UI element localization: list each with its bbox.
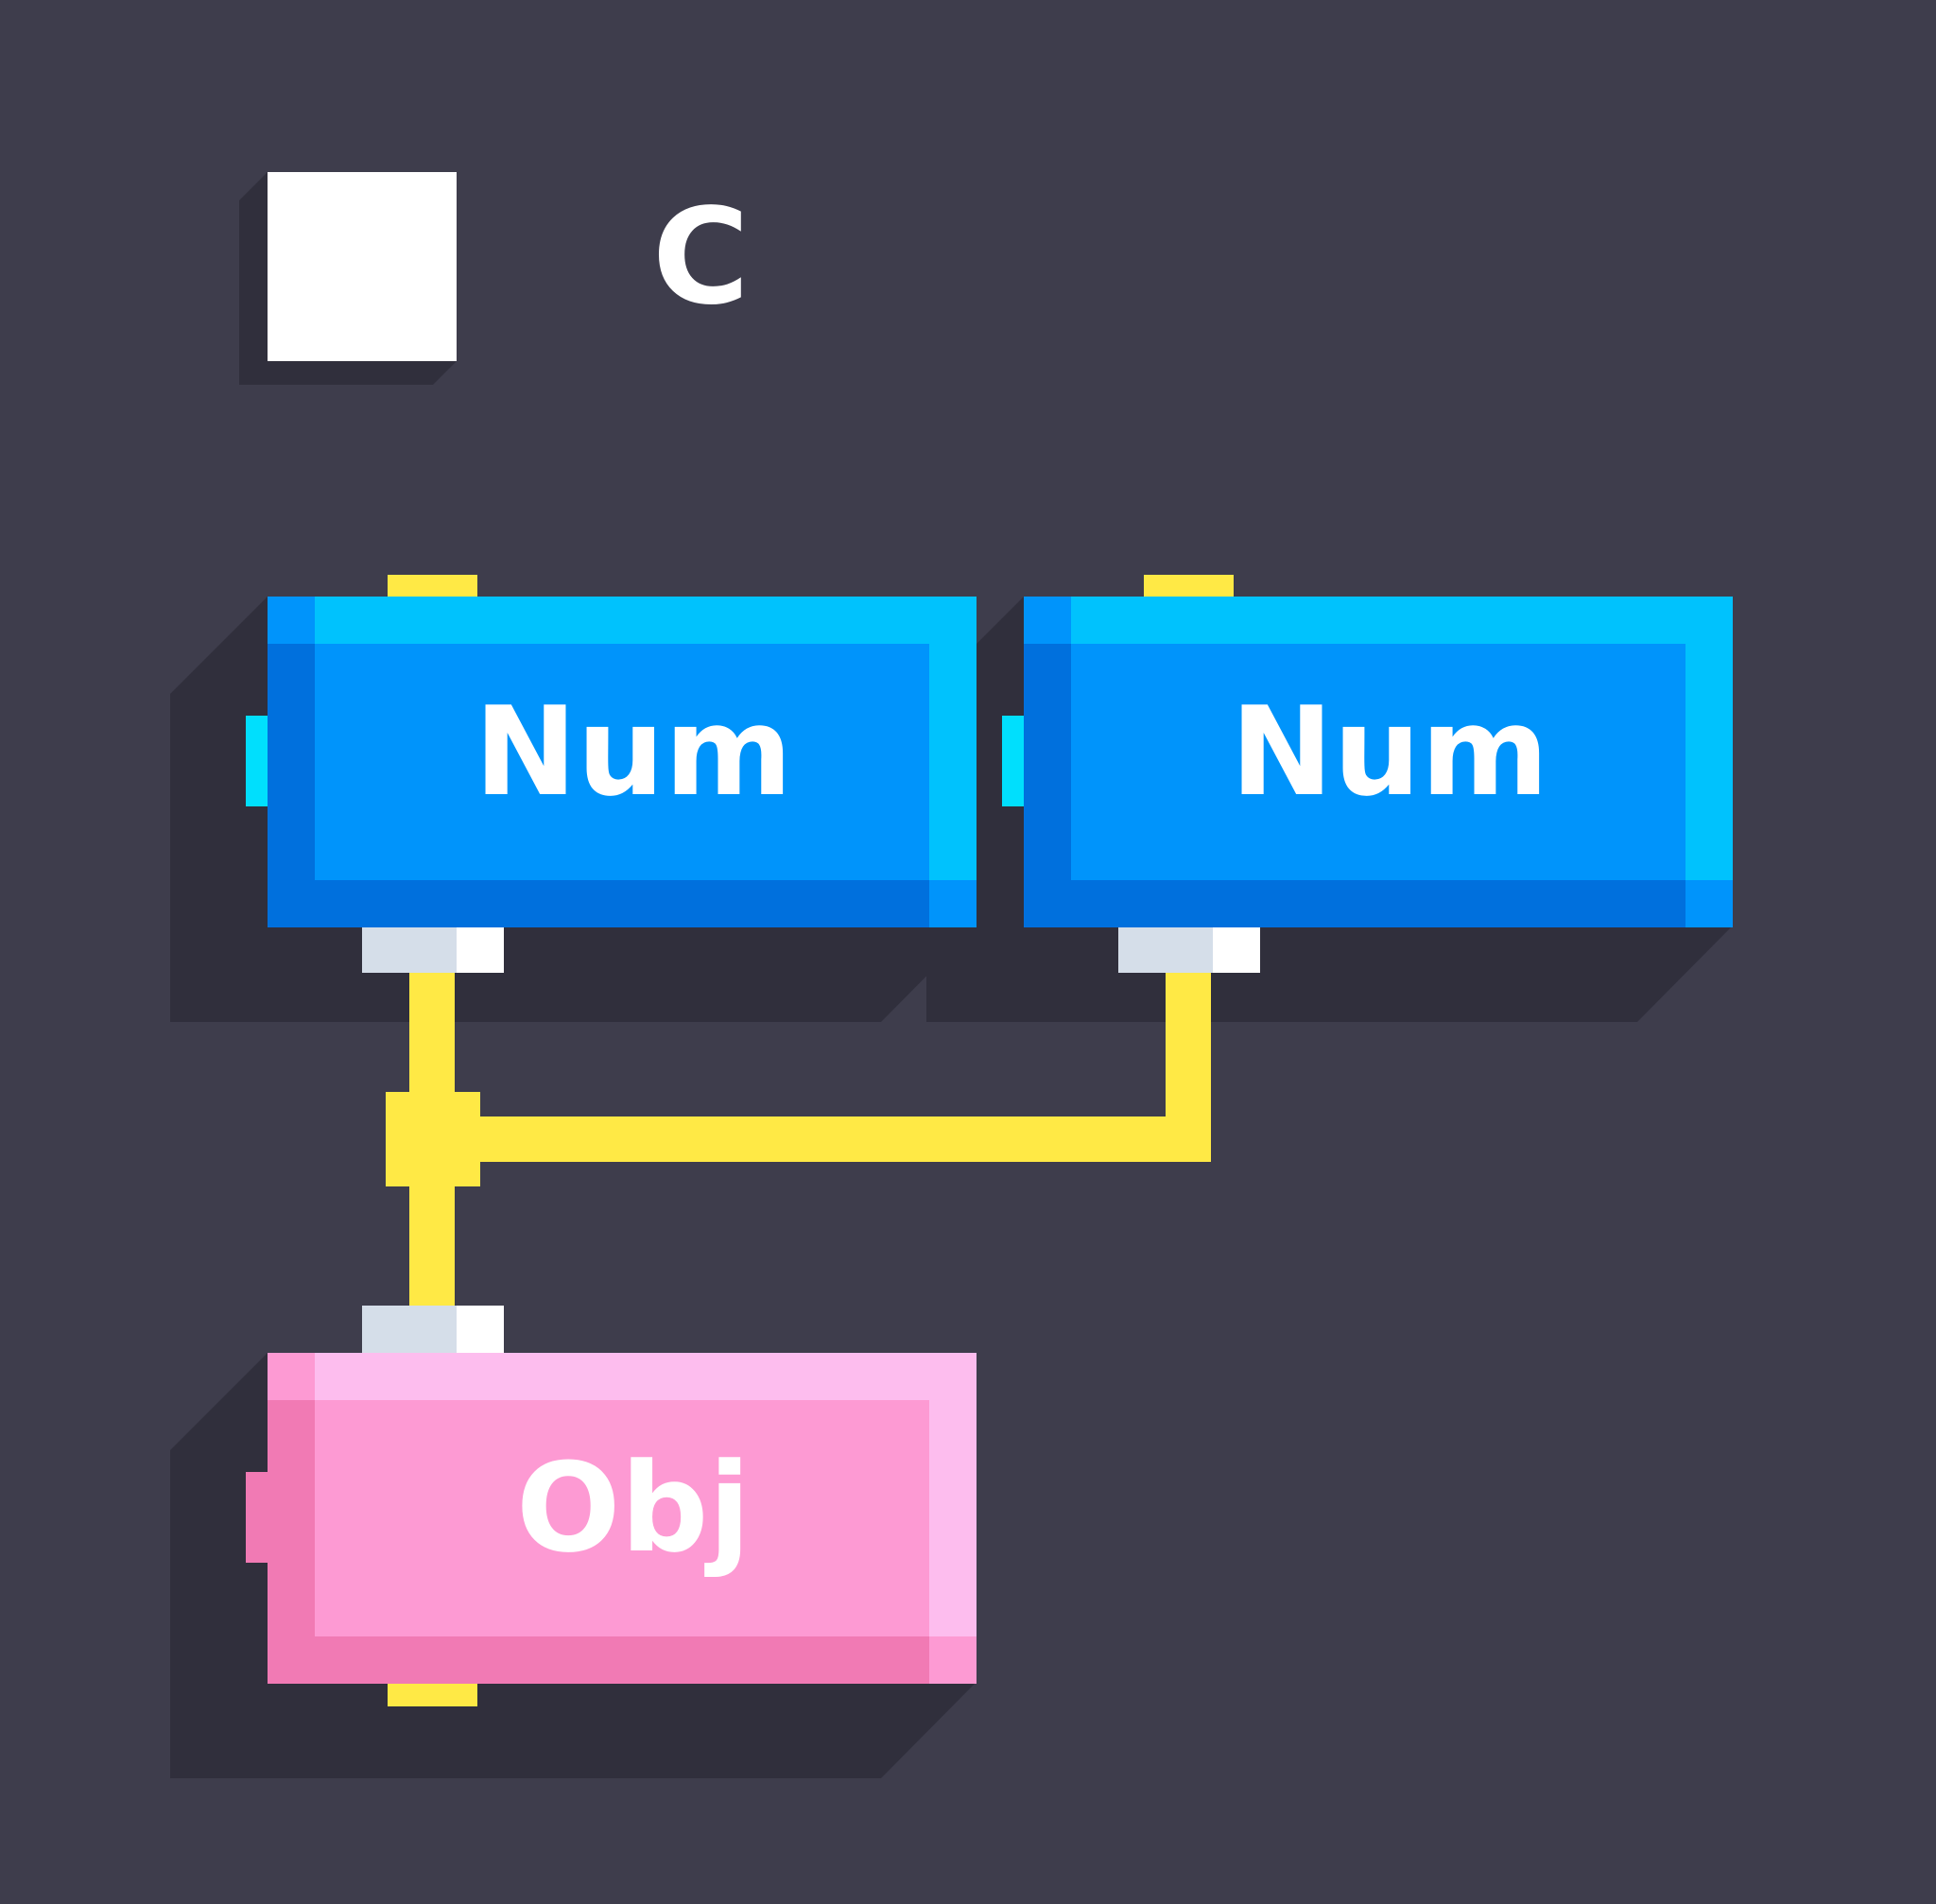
top-pin[interactable] [388, 575, 477, 597]
node-num-1[interactable]: Num [246, 575, 977, 973]
node-corner-tl [1024, 597, 1071, 644]
node-corner-tl [268, 1353, 315, 1400]
node-bottom-band [1024, 880, 1733, 927]
wire-merge-bus [409, 1116, 1211, 1162]
output-socket-highlight [1213, 927, 1260, 973]
side-port[interactable] [246, 1472, 268, 1563]
node-num-2[interactable]: Num [1002, 575, 1733, 973]
side-port[interactable] [1002, 716, 1025, 806]
node-body [268, 597, 977, 927]
node-label: Num [1231, 680, 1549, 823]
node-corner-tl [268, 597, 315, 644]
wire-junction [386, 1092, 480, 1186]
node-left-band [1024, 597, 1071, 927]
top-pin[interactable] [1144, 575, 1234, 597]
node-top-band [1024, 597, 1733, 644]
node-label: Obj [516, 1436, 751, 1580]
node-bottom-band [268, 880, 977, 927]
node-body [1024, 597, 1733, 927]
node-corner-br [929, 880, 977, 927]
output-socket[interactable] [1118, 927, 1213, 973]
connection-wires [386, 972, 1211, 1308]
node-left-band [268, 1353, 315, 1684]
node-left-band [268, 597, 315, 927]
node-top-band [268, 597, 977, 644]
header-label: C [652, 181, 750, 335]
node-bottom-band [268, 1636, 977, 1684]
node-obj-1[interactable]: Obj [246, 1306, 977, 1706]
node-body [268, 1353, 977, 1684]
node-right-band [929, 597, 977, 927]
bottom-pin[interactable] [388, 1684, 477, 1706]
node-right-band [929, 1353, 977, 1684]
node-label: Num [475, 680, 793, 823]
output-socket[interactable] [362, 927, 457, 973]
node-right-band [1685, 597, 1733, 927]
input-socket[interactable] [362, 1306, 457, 1353]
side-port[interactable] [246, 716, 268, 806]
output-socket-highlight [457, 927, 504, 973]
header: C [239, 172, 750, 385]
node-corner-br [929, 1636, 977, 1684]
input-socket-highlight [457, 1306, 504, 1353]
node-top-band [268, 1353, 977, 1400]
node-corner-br [1685, 880, 1733, 927]
checkbox[interactable] [268, 172, 457, 361]
